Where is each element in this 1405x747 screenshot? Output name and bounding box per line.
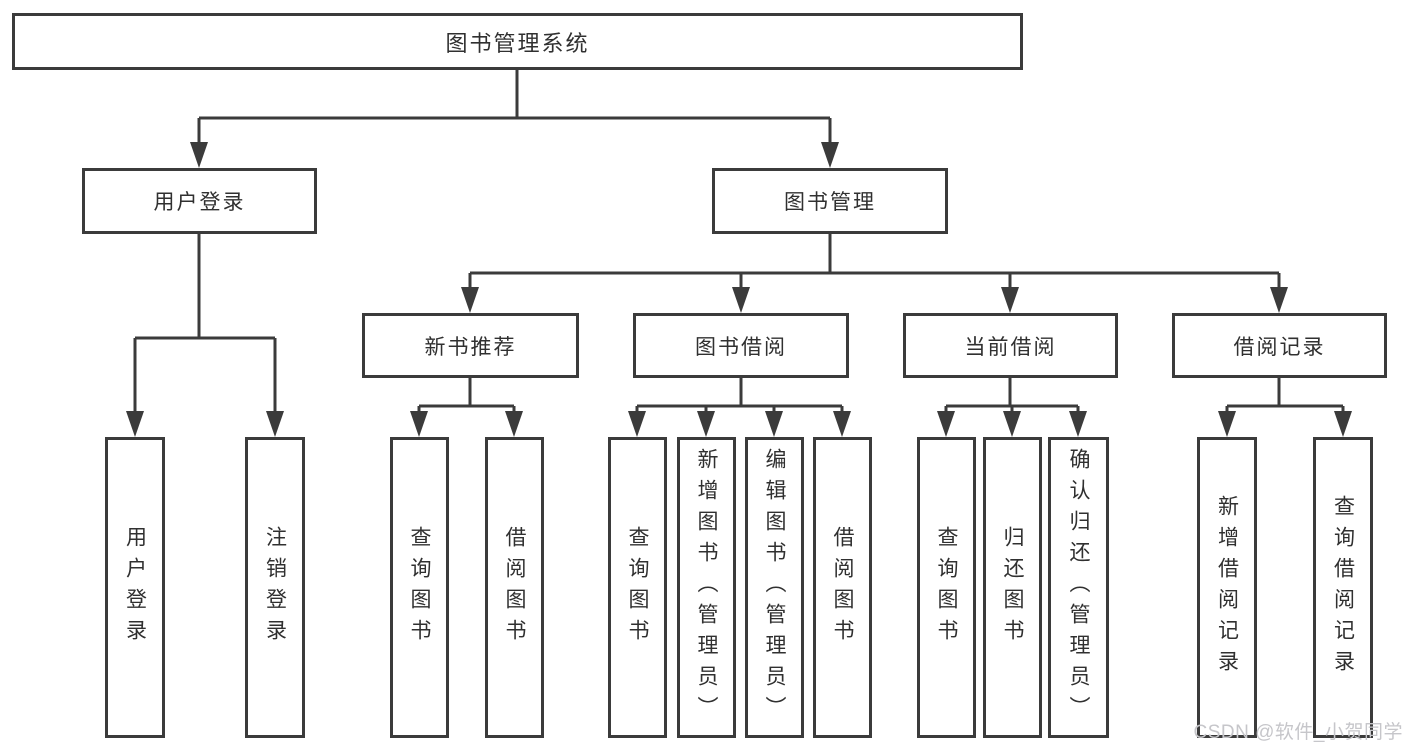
node-user-login: 用户登录: [82, 168, 317, 234]
node-label: 归还图书: [1001, 525, 1024, 650]
node-label: 注销登录: [263, 525, 287, 650]
node-label: 借阅记录: [1233, 335, 1326, 359]
node-label: 借阅图书: [831, 525, 854, 650]
connector-lines: [133, 69, 1345, 414]
node-book-borrowing: 图书借阅: [633, 313, 849, 378]
node-leaf-borrow-books: 借阅图书: [485, 437, 544, 738]
node-borrowing-records: 借阅记录: [1172, 313, 1387, 378]
node-label: 用户登录: [123, 525, 147, 650]
node-label: 图书管理: [784, 191, 876, 214]
node-library-management-system: 图书管理系统: [12, 13, 1023, 70]
node-book-management: 图书管理: [712, 168, 948, 234]
node-label: 新增借阅记录: [1215, 494, 1239, 681]
node-label: 当前借阅: [964, 335, 1057, 359]
node-label: 查询图书: [626, 525, 649, 650]
node-label: 新书推荐: [424, 335, 517, 359]
node-label: 借阅图书: [503, 525, 526, 650]
node-leaf-add-borrow-record: 新增借阅记录: [1197, 437, 1257, 738]
node-leaf-user-login: 用户登录: [105, 437, 165, 738]
node-current-borrowing: 当前借阅: [903, 313, 1118, 378]
node-label: 查询图书: [408, 525, 431, 650]
node-label: 图书管理系统: [445, 30, 590, 56]
node-label: 新增图书（管理员）: [695, 448, 718, 727]
node-leaf-logout: 注销登录: [245, 437, 305, 738]
node-leaf-confirm-return-admin: 确认归还（管理员）: [1048, 437, 1109, 738]
node-new-book-recommend: 新书推荐: [362, 313, 579, 378]
node-label: 编辑图书（管理员）: [763, 448, 786, 727]
node-leaf-query-books: 查询图书: [608, 437, 667, 738]
node-label: 查询图书: [935, 525, 958, 650]
arrowheads: [126, 142, 1352, 437]
node-leaf-return-books: 归还图书: [983, 437, 1042, 738]
node-leaf-add-books-admin: 新增图书（管理员）: [677, 437, 736, 738]
node-leaf-query-books: 查询图书: [390, 437, 449, 738]
node-label: 用户登录: [153, 191, 246, 214]
node-leaf-edit-books-admin: 编辑图书（管理员）: [745, 437, 804, 738]
node-leaf-query-borrow-record: 查询借阅记录: [1313, 437, 1373, 738]
node-leaf-borrow-books: 借阅图书: [813, 437, 872, 738]
node-leaf-query-books: 查询图书: [917, 437, 976, 738]
node-label: 确认归还（管理员）: [1067, 448, 1090, 727]
csdn-watermark: CSDN @软件_小贺同学: [1193, 722, 1403, 743]
node-label: 查询借阅记录: [1331, 494, 1355, 681]
node-label: 图书借阅: [695, 335, 787, 359]
